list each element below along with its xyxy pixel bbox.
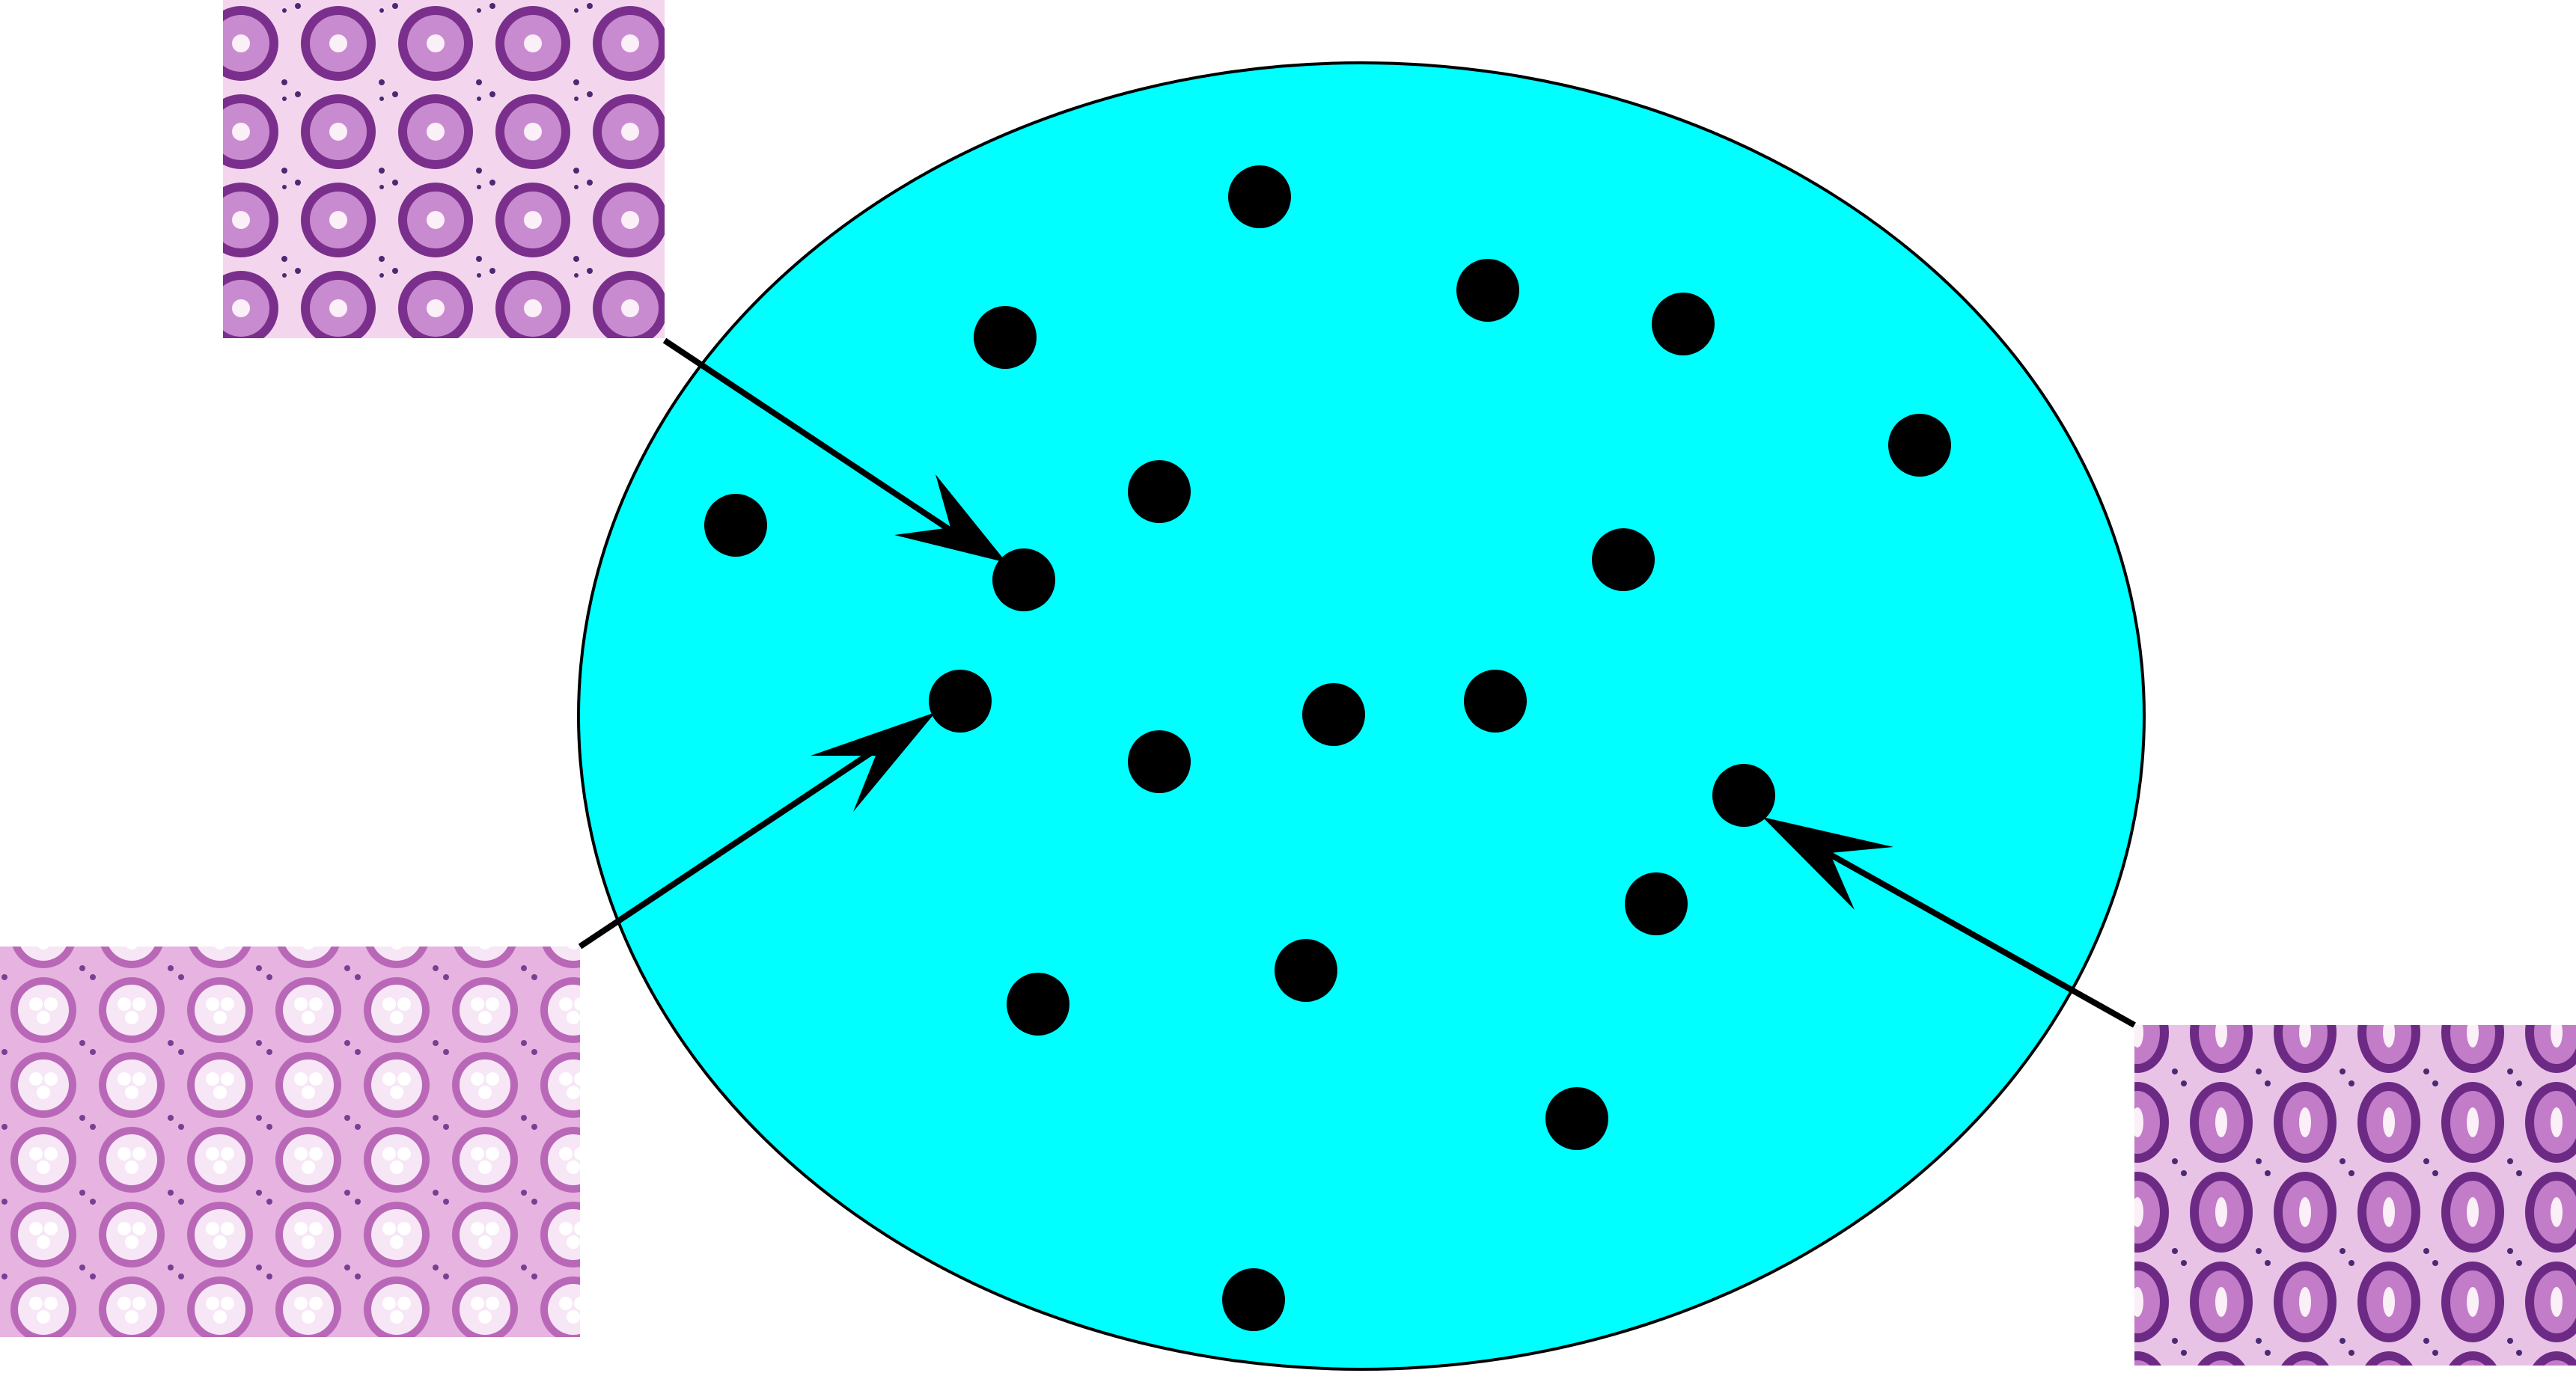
arrow-top-left [662, 337, 1007, 563]
sample-dot-9 [1592, 528, 1655, 591]
sample-dot-16 [1275, 939, 1337, 1002]
sample-dots [704, 165, 1951, 1331]
sample-dot-6 [1128, 460, 1191, 523]
sample-dot-1 [1228, 165, 1291, 228]
arrow-bottom-left [578, 712, 936, 950]
sample-dot-5 [1888, 414, 1951, 477]
sample-dot-4 [974, 306, 1037, 369]
sample-dot-2 [1456, 259, 1519, 322]
sample-dot-14 [1712, 764, 1775, 827]
sample-dot-11 [1302, 683, 1365, 746]
sample-dot-10 [929, 670, 992, 733]
sample-dot-8 [992, 548, 1055, 611]
sample-dot-12 [1464, 670, 1527, 733]
sample-dot-19 [1222, 1268, 1285, 1331]
sample-dot-15 [1625, 872, 1688, 935]
sample-dot-17 [1007, 973, 1069, 1036]
histology-image-top-left [223, 0, 665, 338]
arrow-bottom-right [1762, 817, 2136, 1028]
sample-dot-3 [1652, 293, 1715, 355]
sample-dot-7 [704, 494, 767, 557]
sample-dot-13 [1128, 730, 1191, 793]
sample-dot-18 [1545, 1087, 1608, 1150]
histology-image-bottom-left [0, 947, 580, 1337]
histology-image-bottom-right [2134, 1025, 2576, 1366]
